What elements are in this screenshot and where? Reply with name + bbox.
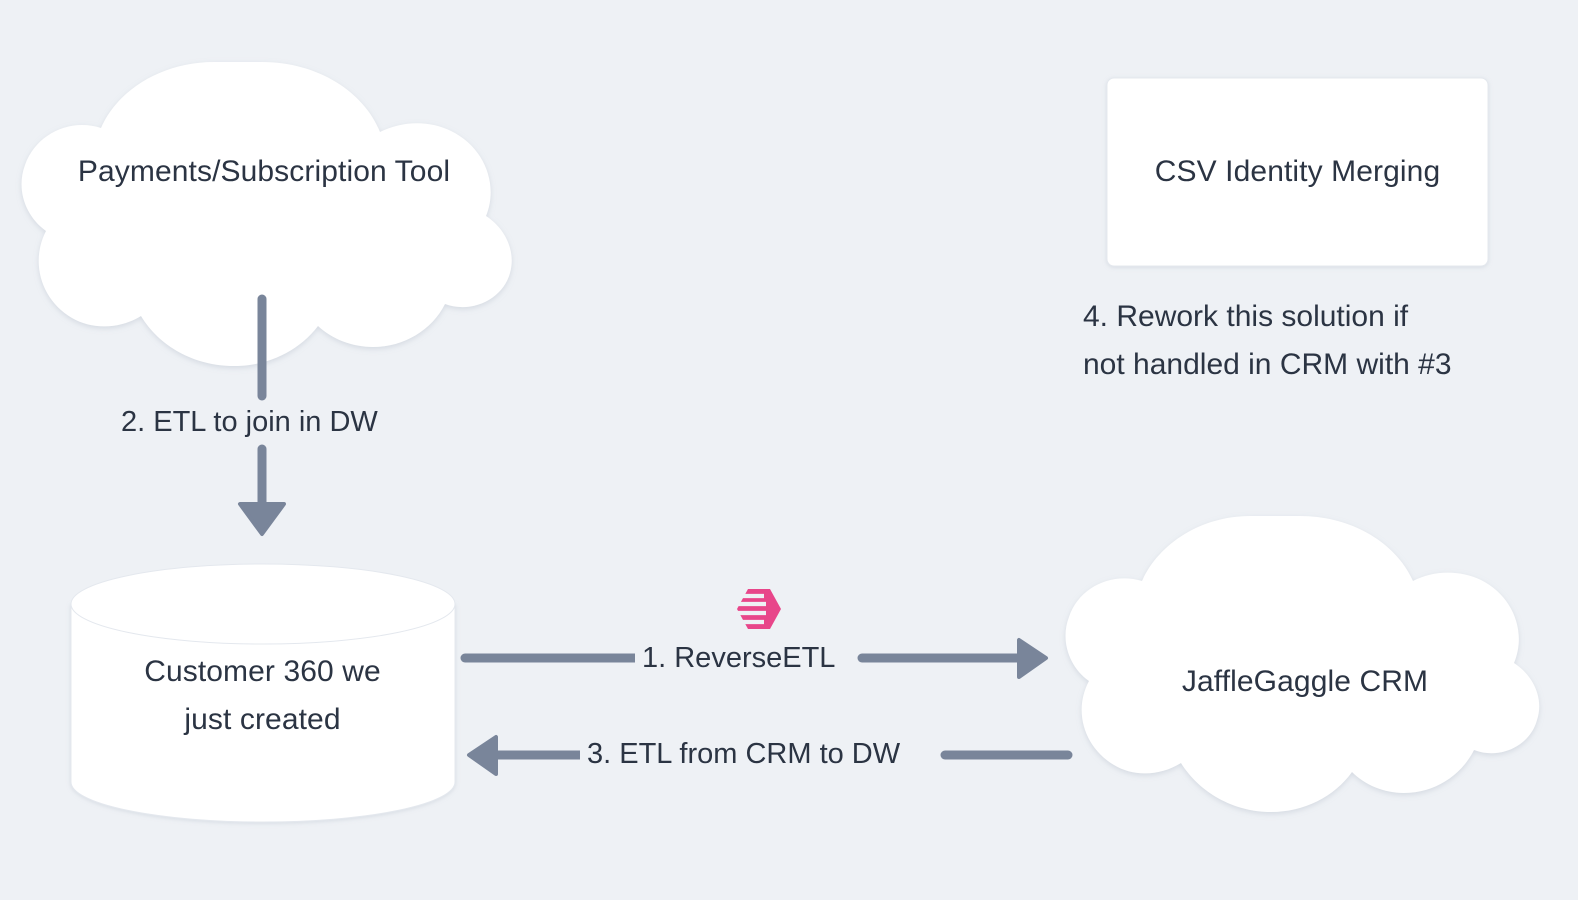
edge-etl-crm-dw[interactable] — [467, 735, 1073, 776]
note-rework: 4. Rework this solution if not handled i… — [1083, 300, 1452, 381]
node-csv-box[interactable] — [1106, 77, 1489, 267]
node-warehouse[interactable] — [70, 563, 456, 823]
edge-reverseetl[interactable] — [460, 638, 1048, 679]
edge-label-reverseetl: 1. ReverseETL — [635, 641, 843, 675]
edge-arrowhead-right — [1017, 638, 1048, 679]
cloud-shape — [1065, 516, 1540, 812]
cloud-shape — [21, 62, 512, 366]
edge-label-etl-crm-dw: 3. ETL from CRM to DW — [580, 737, 908, 771]
edge-etl-join[interactable] — [238, 294, 286, 536]
cylinder-body — [70, 603, 456, 823]
node-crm-cloud[interactable] — [1065, 516, 1540, 812]
edge-label-etl-join: 2. ETL to join in DW — [114, 405, 385, 439]
edge-arrowhead-left — [467, 735, 498, 776]
cylinder-top — [70, 563, 456, 645]
node-payments-tool[interactable] — [21, 62, 512, 366]
hightouch-logo-icon — [736, 589, 781, 629]
edge-arrowhead-down — [238, 502, 286, 536]
box-shape — [1106, 77, 1489, 267]
